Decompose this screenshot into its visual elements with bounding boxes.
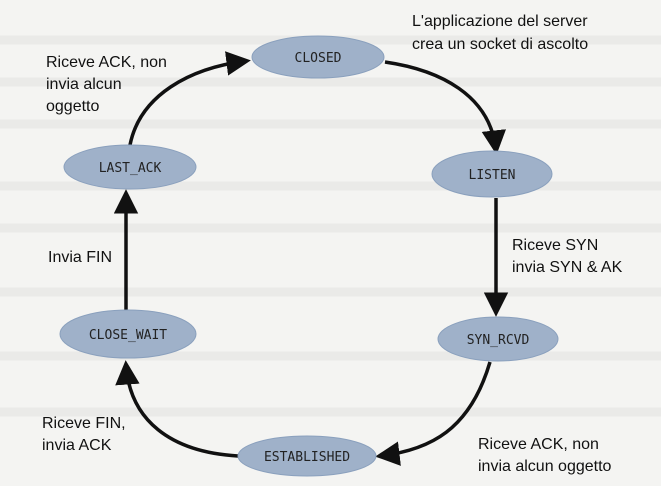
state-label-syn-rcvd: SYN_RCVD bbox=[467, 333, 530, 348]
state-label-listen: LISTEN bbox=[469, 168, 516, 183]
state-label-last-ack: LAST_ACK bbox=[99, 161, 162, 176]
state-last-ack: LAST_ACK bbox=[63, 144, 197, 190]
annotation-line: invia alcun oggetto bbox=[478, 458, 612, 475]
annotation-line: Riceve ACK, non bbox=[478, 436, 599, 453]
arrow-closed-to-listen bbox=[384, 60, 507, 155]
state-close-wait: CLOSE_WAIT bbox=[59, 309, 197, 359]
annotation-line: crea un socket di ascolto bbox=[412, 36, 588, 53]
state-established: ESTABLISHED bbox=[237, 435, 377, 477]
annotation-line: Riceve ACK, non bbox=[46, 54, 167, 71]
annotation-line: Riceve SYN bbox=[512, 237, 598, 254]
transition-arrows bbox=[113, 51, 509, 466]
annotation-line: L'applicazione del server bbox=[412, 13, 588, 30]
annotation-line: invia SYN & AK bbox=[512, 259, 623, 276]
annotation-server-socket: L'applicazione del server crea un socket… bbox=[412, 13, 588, 53]
annotation-line: Invia FIN bbox=[48, 249, 112, 266]
state-label-close-wait: CLOSE_WAIT bbox=[89, 328, 167, 343]
annotation-line: oggetto bbox=[46, 98, 99, 115]
annotation-ack-closed: Riceve ACK, non invia alcun oggetto bbox=[46, 54, 167, 115]
annotation-line: Riceve FIN, bbox=[42, 415, 126, 432]
arrow-synrcvd-to-established bbox=[375, 361, 492, 466]
annotation-send-fin: Invia FIN bbox=[48, 249, 112, 266]
state-label-closed: CLOSED bbox=[295, 51, 342, 66]
annotation-fin-received: Riceve FIN, invia ACK bbox=[42, 415, 126, 454]
arrow-lastack-to-closed bbox=[128, 51, 251, 146]
state-closed: CLOSED bbox=[251, 35, 385, 79]
annotation-syn-received: Riceve SYN invia SYN & AK bbox=[512, 237, 623, 276]
annotation-line: invia alcun bbox=[46, 76, 122, 93]
state-listen: LISTEN bbox=[431, 150, 553, 198]
state-label-established: ESTABLISHED bbox=[264, 450, 350, 465]
annotation-ack-established: Riceve ACK, non invia alcun oggetto bbox=[478, 436, 612, 475]
state-syn-rcvd: SYN_RCVD bbox=[437, 316, 559, 362]
arrow-established-to-closewait bbox=[115, 360, 239, 458]
annotation-line: invia ACK bbox=[42, 437, 112, 454]
